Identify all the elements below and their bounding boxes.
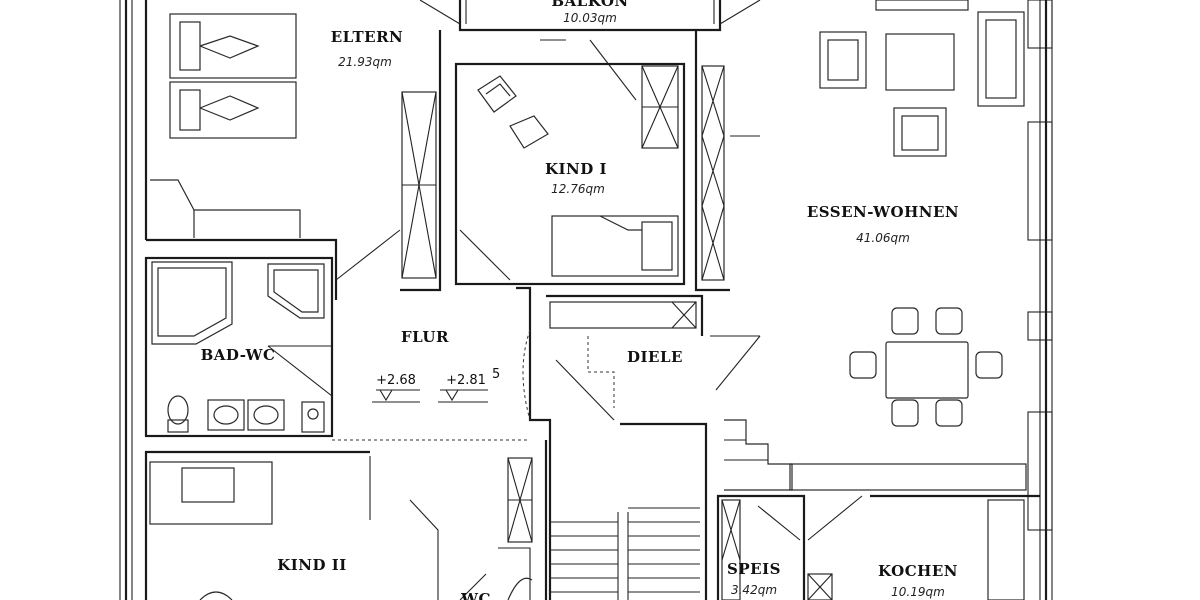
staircase — [544, 440, 700, 600]
room-name-flur: FLUR — [401, 328, 449, 346]
room-name-bad-wc: BAD-WC — [201, 346, 276, 364]
room-name-kind1: KIND I — [545, 160, 607, 178]
room-name-speis: SPEIS — [727, 560, 781, 578]
bathroom: BAD-WC — [144, 256, 334, 438]
room-name-essen-wohnen: ESSEN-WOHNEN — [807, 203, 959, 221]
pantry-speis: SPEIS 3.42qm — [716, 494, 806, 600]
hallway-flur: FLUR +2.68 +2.81 5 — [267, 286, 552, 600]
room-name-kochen: KOCHEN — [878, 562, 958, 580]
room-name-kind2: KIND II — [277, 556, 347, 574]
kitchen-kochen: KOCHEN 10.19qm — [807, 494, 1040, 600]
room-name-eltern: ELTERN — [331, 28, 404, 46]
living-dining: ESSEN-WOHNEN 41.06qm — [724, 0, 1027, 491]
level-mark-1: +2.68 — [372, 373, 420, 403]
room-area-eltern: 21.93qm — [338, 55, 392, 69]
room-area-kochen: 10.19qm — [891, 585, 945, 599]
bedroom-eltern: ELTERN 21.93qm — [144, 0, 442, 300]
level-mark-2: +2.81 5 — [438, 367, 500, 403]
svg-text:5: 5 — [492, 367, 500, 382]
diele: DIELE — [546, 294, 761, 600]
balcony-labels: BALKON 10.03qm — [551, 0, 628, 25]
room-area-speis: 3.42qm — [731, 583, 777, 597]
room-name-diele: DIELE — [627, 348, 683, 366]
wall-shelving — [694, 30, 760, 292]
bedroom-kind1: KIND I 12.76qm — [454, 62, 686, 286]
bedroom-kind2: KIND II — [144, 450, 533, 600]
balcony — [419, 0, 761, 101]
room-name-wc: WC — [460, 590, 491, 600]
svg-text:+2.81: +2.81 — [446, 373, 486, 388]
exterior-walls — [119, 0, 1053, 600]
room-area-essen-wohnen: 41.06qm — [856, 231, 910, 245]
room-name-balkon: BALKON — [551, 0, 628, 10]
room-area-balkon: 10.03qm — [563, 11, 617, 25]
svg-text:+2.68: +2.68 — [376, 373, 416, 388]
room-area-kind1: 12.76qm — [551, 182, 605, 196]
